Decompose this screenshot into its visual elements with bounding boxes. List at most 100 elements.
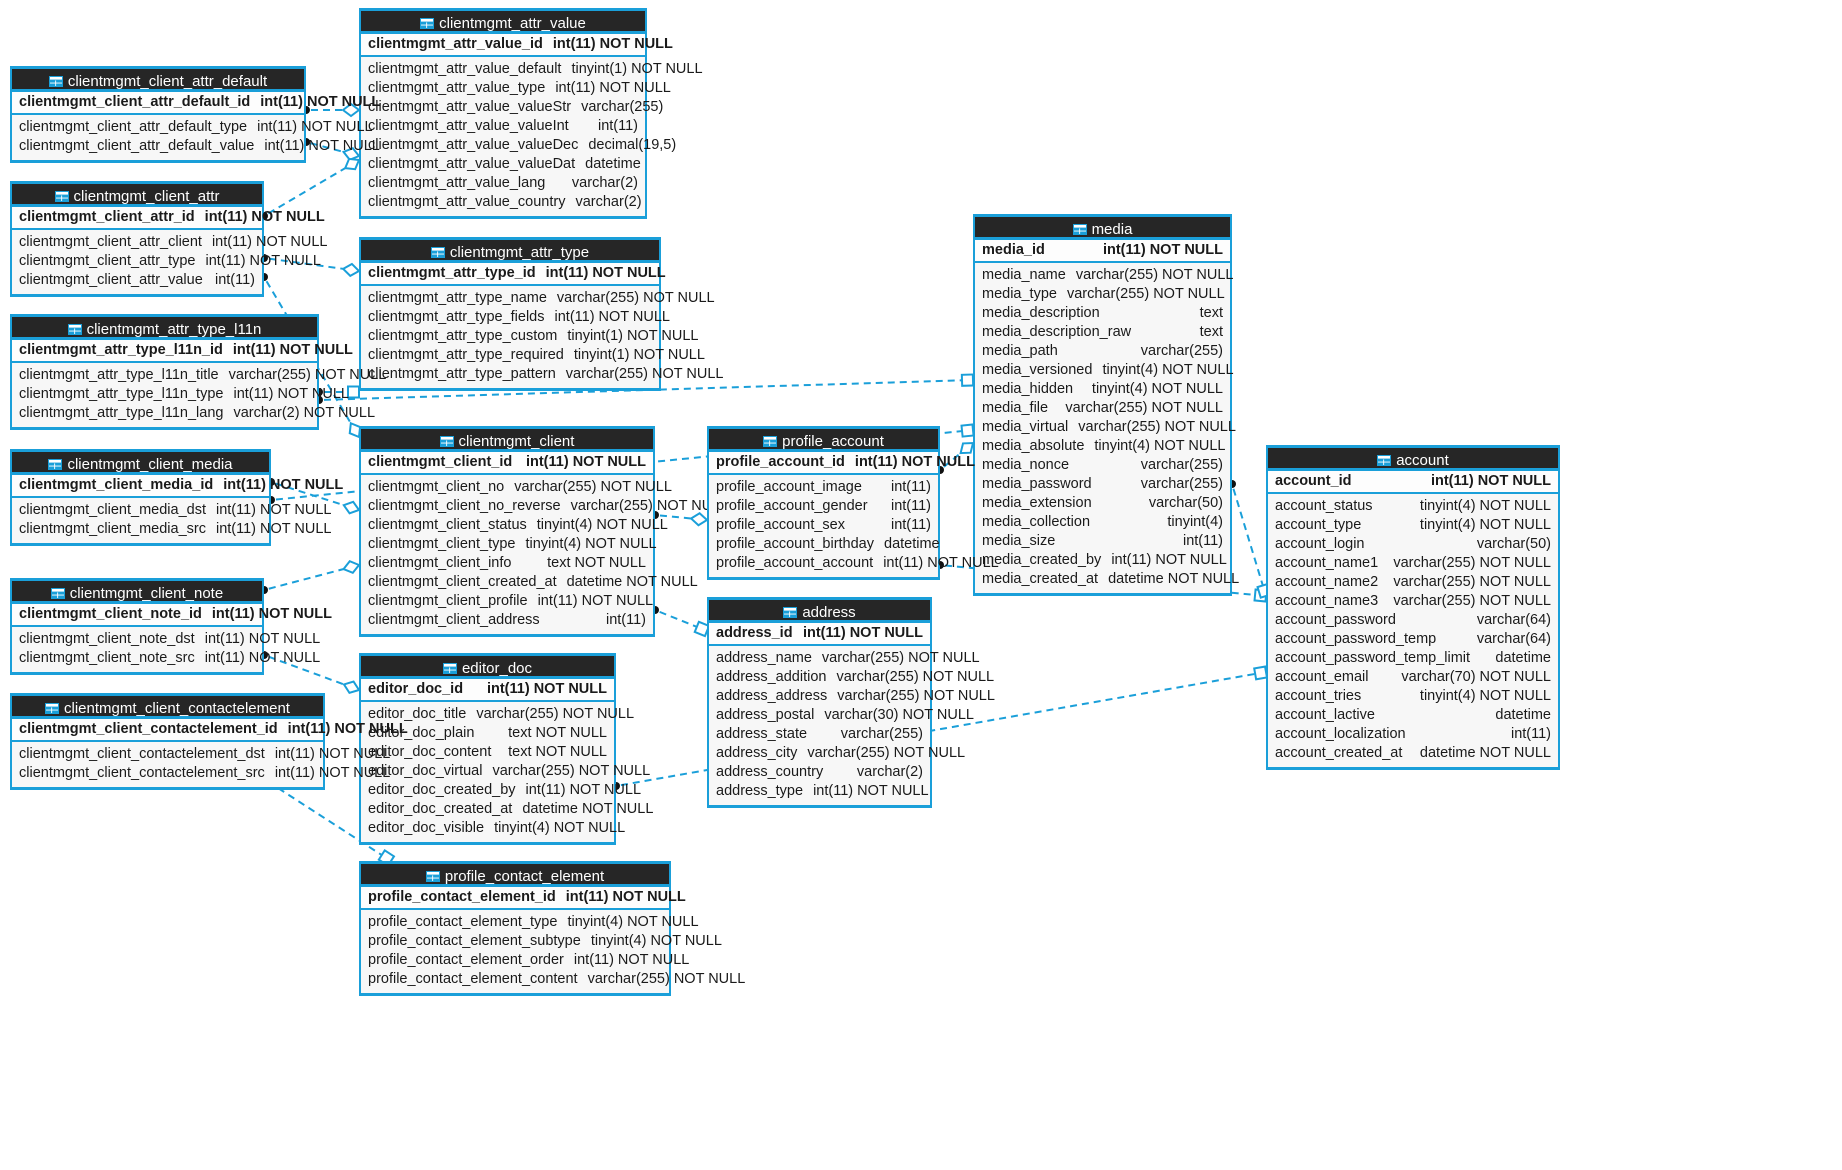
table-header-address[interactable]: address <box>709 597 930 623</box>
table-header-account[interactable]: account <box>1268 445 1558 471</box>
table-header-clientmgmt_client_contactelement[interactable]: clientmgmt_client_contactelement <box>12 693 323 719</box>
table-header-clientmgmt_client_note[interactable]: clientmgmt_client_note <box>12 578 262 604</box>
table-header-profile_account[interactable]: profile_account <box>709 426 938 452</box>
entity-table-profile_contact_element[interactable]: profile_contact_element profile_contact_e… <box>359 861 745 996</box>
rel-client-note-to-client[interactable] <box>260 559 361 594</box>
table-header-editor_doc[interactable]: editor_doc <box>361 653 614 679</box>
rel-client-to-address[interactable] <box>651 606 711 638</box>
table-header-clientmgmt_client_media[interactable]: clientmgmt_client_media <box>12 449 269 475</box>
table-header-clientmgmt_client[interactable]: clientmgmt_client <box>361 426 653 452</box>
entity-table-clientmgmt_client_media[interactable]: clientmgmt_client_media clientmgmt_client… <box>10 449 343 546</box>
table-header-clientmgmt_attr_value[interactable]: clientmgmt_attr_value <box>361 8 645 34</box>
table-header-profile_contact_element[interactable]: profile_contact_element <box>361 861 669 887</box>
entity-table-clientmgmt_attr_value[interactable]: clientmgmt_attr_value clientmgmt_attr_val… <box>359 8 703 219</box>
